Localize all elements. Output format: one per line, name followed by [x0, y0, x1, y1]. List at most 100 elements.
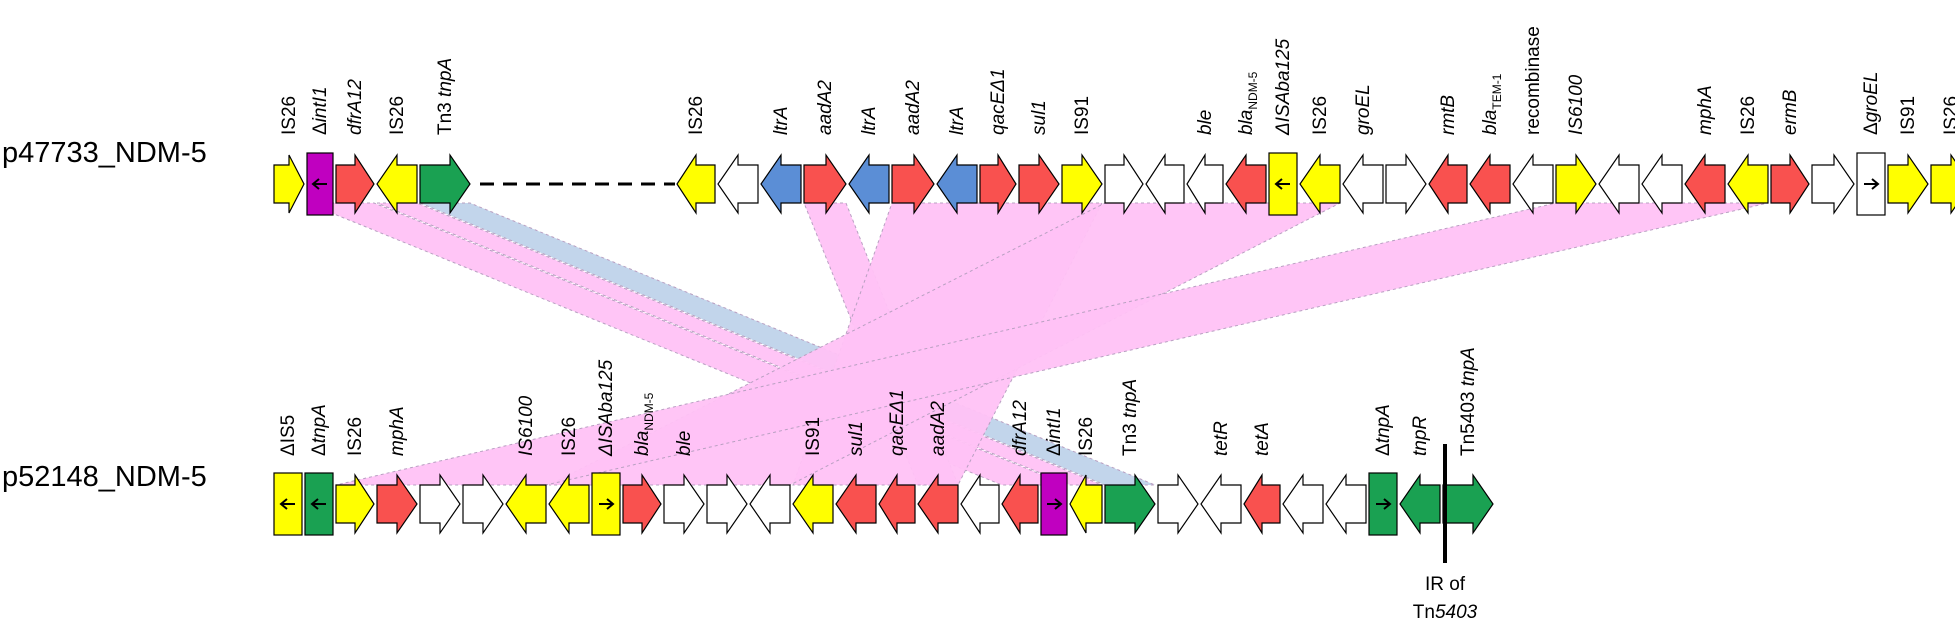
- gene-arrow-t10: [848, 153, 890, 215]
- gene-t12: [936, 153, 978, 215]
- gene-label-b7: IS6100: [516, 395, 537, 456]
- gene-label-b14: IS91: [803, 417, 824, 456]
- gene-arrow-t6: [676, 152, 716, 216]
- gene-t6: [676, 152, 716, 216]
- gene-arrows: [273, 152, 1955, 536]
- inner-arrowhead-t34: [1871, 178, 1880, 190]
- gene-b2: [304, 472, 334, 536]
- gene-label-b4: mphA: [387, 406, 408, 456]
- inner-arrowhead-t2: [311, 178, 320, 190]
- gene-label-b30: Tn5403 tnpA: [1458, 347, 1479, 456]
- gene-arrow-b14: [792, 473, 834, 535]
- gene-label-part: tnpA: [1458, 347, 1479, 386]
- gene-t26: [1512, 153, 1554, 215]
- gene-label-t12: ltrA: [947, 107, 968, 136]
- gene-t30: [1684, 153, 1726, 215]
- gene-t1: [273, 154, 305, 214]
- gene-t28: [1598, 153, 1640, 215]
- inner-arrowhead-b1: [279, 498, 288, 510]
- gene-label-b9: ΔISAba125: [596, 359, 617, 457]
- gene-arrow-b4: [376, 473, 418, 535]
- gene-label-part: dfrA12: [1010, 400, 1031, 456]
- gene-label-b3: IS26: [345, 417, 366, 456]
- gene-label-t32: ermB: [1780, 89, 1801, 135]
- gene-arrow-t17: [1145, 152, 1185, 216]
- gene-arrow-t30: [1684, 153, 1726, 215]
- gene-label-part: tnpA: [309, 404, 330, 443]
- gene-label-part: tetA: [1252, 422, 1273, 456]
- gene-label-part: tnpA: [1373, 404, 1394, 443]
- gene-label-part: NDM-5: [642, 392, 656, 430]
- gene-label-t13: qacEΔ1: [988, 68, 1009, 135]
- gene-label-b1: ΔIS5: [278, 415, 299, 456]
- gene-label-b11: ble: [674, 431, 695, 456]
- gene-label-part: recombinase: [1523, 26, 1544, 135]
- gene-label-part: ltrA: [771, 107, 792, 136]
- gene-arrow-b15: [835, 473, 877, 535]
- gene-b22: [1104, 473, 1156, 535]
- gene-t32: [1770, 152, 1810, 216]
- gene-b19: [1001, 472, 1039, 536]
- gene-label-part: mphA: [387, 406, 408, 456]
- gene-arrow-b10: [622, 472, 662, 536]
- gene-label-part: IS91: [803, 417, 824, 456]
- gene-t9: [803, 153, 847, 215]
- gene-label-part: Tn: [435, 113, 456, 135]
- gene-b17: [917, 473, 959, 535]
- gene-arrow-t3: [335, 152, 375, 216]
- gene-t18: [1186, 152, 1224, 216]
- gene-arrow-t13: [979, 152, 1017, 216]
- gene-t15: [1061, 153, 1103, 215]
- gene-arrow-t9: [803, 153, 847, 215]
- gene-label-part: sul1: [846, 421, 867, 456]
- gene-label-b16: qacEΔ1: [887, 389, 908, 456]
- gene-b23: [1157, 473, 1199, 535]
- gene-b12: [706, 473, 748, 535]
- gene-t5: [419, 153, 471, 215]
- gene-t13: [979, 152, 1017, 216]
- gene-label-part: IS91: [1072, 96, 1093, 135]
- gene-b29: [1399, 473, 1441, 535]
- gene-arrow-t29: [1641, 153, 1683, 215]
- gene-arrow-b5: [419, 473, 461, 535]
- gene-label-part: mphA: [1695, 85, 1716, 135]
- gene-arrow-b13: [749, 473, 791, 535]
- gene-label-part: TEM-1: [1490, 73, 1504, 109]
- gene-label-t6: IS26: [686, 96, 707, 135]
- gene-b20: [1040, 472, 1068, 536]
- gene-arrow-b21: [1069, 474, 1103, 534]
- gene-arrow-b7: [505, 473, 547, 535]
- gene-arrow-t23: [1385, 153, 1427, 215]
- gene-label-t5: Tn3 tnpA: [435, 58, 456, 135]
- gene-arrow-t7: [717, 153, 759, 215]
- gene-t27: [1555, 153, 1597, 215]
- homology-links: [306, 202, 1769, 486]
- gene-arrow-t25: [1469, 153, 1511, 215]
- gene-arrow-b17: [917, 473, 959, 535]
- gene-label-b15: sul1: [846, 421, 867, 456]
- gene-arrow-b12: [706, 473, 748, 535]
- gene-b24: [1200, 473, 1242, 535]
- gene-label-part: rmtB: [1438, 95, 1459, 135]
- inner-arrowhead-b20: [1054, 498, 1063, 510]
- gene-label-part: Δ: [1861, 122, 1882, 135]
- gene-label-part: Tn: [1458, 434, 1479, 456]
- gene-b4: [376, 473, 418, 535]
- gene-arrow-b8: [548, 473, 590, 535]
- gene-label-part: aadA2: [815, 80, 836, 135]
- gene-label-b29: tnpR: [1410, 416, 1431, 456]
- gene-b8: [548, 473, 590, 535]
- gene-label-t24: rmtB: [1438, 95, 1459, 135]
- gene-arrow-t18: [1186, 152, 1224, 216]
- gene-label-t27: IS6100: [1566, 74, 1587, 135]
- gene-label-t34: ΔgroEL: [1861, 72, 1882, 135]
- gene-label-part: IS91: [1898, 96, 1919, 135]
- gene-label-part: 3: [435, 97, 456, 113]
- gene-label-part: IS26: [686, 96, 707, 135]
- gene-label-part: Δ: [309, 443, 330, 456]
- gene-label-part: 3: [1120, 418, 1141, 434]
- gene-label-t10: ltrA: [859, 107, 880, 136]
- gene-t35: [1887, 153, 1929, 215]
- gene-label-b25: tetA: [1252, 422, 1273, 456]
